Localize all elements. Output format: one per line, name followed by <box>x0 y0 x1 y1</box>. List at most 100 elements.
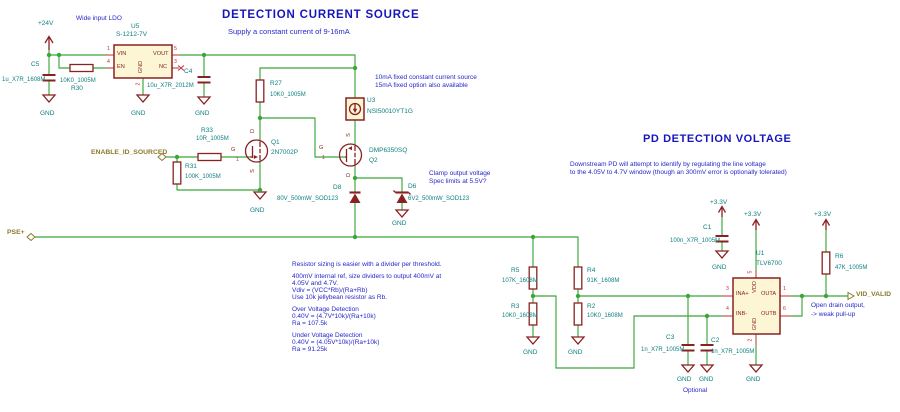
res-r27-value: 10K0_1005M <box>270 92 306 98</box>
resistor-r30[interactable] <box>69 63 94 73</box>
pin-u1-5: 5 <box>747 270 754 274</box>
note-ref-3: Vdiv = (VCC*Rb)/(Ra+Rb) <box>292 287 368 294</box>
capacitor-c1[interactable] <box>715 234 729 243</box>
ground-symbols <box>41 94 764 373</box>
res-r31-ref: R31 <box>185 163 197 170</box>
pse-net-glyph-icon <box>26 232 36 242</box>
pin-u1-4: 4 <box>726 306 729 312</box>
res-r30-ref: R30 <box>71 85 83 92</box>
pin-q2-1: 1 <box>322 155 325 161</box>
pinname-q1-s: S <box>250 169 257 173</box>
resistor-r6[interactable] <box>821 251 831 275</box>
diode-d6-zener[interactable] <box>393 190 411 204</box>
ldo-u5[interactable] <box>113 44 173 79</box>
res-r33-ref: R33 <box>201 127 213 134</box>
resistor-r27[interactable] <box>255 79 265 103</box>
cap-c3-ref: C3 <box>666 334 675 341</box>
note-sizing: Resistor sizing is easier with a divider… <box>292 261 442 268</box>
gnd-label-u1: GND <box>746 376 761 383</box>
pinname-u1-vdd: VDD <box>752 281 759 293</box>
diode-d8-value: 80V_500mW_SOD123 <box>277 196 339 202</box>
res-r6-ref: R6 <box>835 253 844 260</box>
pinname-u1-ina: INA+ <box>736 291 749 297</box>
pinname-u5-en: EN <box>117 64 125 70</box>
res-r3-ref: R3 <box>511 303 520 310</box>
capacitor-c4[interactable] <box>197 75 211 84</box>
ic-u1-ref: U1 <box>756 250 765 257</box>
res-r5-ref: R5 <box>511 267 520 274</box>
pin-u5-2: 2 <box>135 82 142 86</box>
cap-c5-ref: C5 <box>31 61 40 68</box>
res-r2-value: 10K0_1608M <box>587 313 623 319</box>
pin-u5-3: 3 <box>174 59 177 65</box>
mosfet-q1-value: 2N7002P <box>271 149 299 156</box>
junction-dots <box>46 52 829 319</box>
pinname-q2-s: S <box>346 133 353 137</box>
pinname-q2-g: G <box>319 145 324 151</box>
pd-note-line1: Downstream PD will attempt to identify b… <box>570 161 766 168</box>
res-r5-value: 107K_1608M <box>502 278 538 284</box>
mosfet-q2[interactable] <box>338 143 363 167</box>
note-ovd-3: Ra = 107.5k <box>292 320 328 327</box>
section-title-current-source: DETECTION CURRENT SOURCE <box>222 9 420 21</box>
cap-c2-value: 1n_X7R_1005M <box>711 349 755 355</box>
resistor-r33[interactable] <box>197 152 222 162</box>
gnd-label-r3: GND <box>523 349 538 356</box>
gnd-label-c4: GND <box>195 110 210 117</box>
note-uvd-3: Ra = 91.25k <box>292 346 328 353</box>
pinname-u1-outa: OUTA <box>761 291 777 297</box>
resistor-r4[interactable] <box>573 266 583 290</box>
gnd-label-c2: GND <box>699 376 714 383</box>
ic-u5-ref: U5 <box>131 23 140 30</box>
capacitor-c5[interactable] <box>42 73 56 82</box>
gnd-label-c3: GND <box>677 376 692 383</box>
pinname-u5-vout: VOUT <box>153 51 169 57</box>
pin-u5-1: 1 <box>107 46 110 52</box>
current-source-u3[interactable] <box>345 97 365 121</box>
gnd-label-d6: GND <box>392 220 407 227</box>
vid-valid-net-glyph-icon <box>847 291 855 301</box>
diode-d8[interactable] <box>349 191 361 204</box>
gnd-label-c1: GND <box>712 264 727 271</box>
note-uvd-2: 0.40V = (4.05V*10k)/(Ra+10k) <box>292 339 380 346</box>
cap-c3-value: 1n_X7R_1005M <box>641 347 685 353</box>
resistor-r3[interactable] <box>528 302 538 326</box>
diode-d6-ref: D6 <box>408 183 417 190</box>
pin-u5-4: 4 <box>107 59 110 65</box>
net-label-pse[interactable]: PSE+ <box>7 229 25 236</box>
gnd-label-u5: GND <box>131 110 146 117</box>
power-label-3v3-u1: +3.3V <box>744 211 762 218</box>
cap-c4-value: 10u_X7R_2012M <box>147 83 194 89</box>
wires <box>34 49 849 369</box>
power-flag-3v3-u1-icon <box>751 218 761 230</box>
mosfet-q1-ref: Q1 <box>271 139 280 146</box>
pinname-u1-outb: OUTB <box>761 311 777 317</box>
note-ovd-2: 0.40V = (4.7V*10k)/(Ra+10k) <box>292 313 376 320</box>
pinname-q1-g: G <box>231 147 236 153</box>
resistor-r2[interactable] <box>573 302 583 326</box>
capacitor-c3[interactable] <box>681 343 695 352</box>
resistor-r31[interactable] <box>172 161 182 185</box>
ic-u1[interactable] <box>732 277 781 335</box>
mosfet-q1[interactable] <box>244 139 269 163</box>
res-r31-value: 100K_1005M <box>185 174 221 180</box>
resistor-r5[interactable] <box>528 266 538 290</box>
pinname-u1-gnd: GND <box>752 317 759 331</box>
power-label-3v3-r6: +3.3V <box>814 211 832 218</box>
ic-u5-value: S-1212-7V <box>116 31 148 38</box>
pinname-u5-nc: NC <box>159 64 168 70</box>
power-label-24v: +24V <box>38 20 54 27</box>
net-label-vid-valid[interactable]: VID_VALID <box>856 291 891 298</box>
net-label-enable-id-sourced[interactable]: ENABLE_ID_SOURCED <box>91 149 168 156</box>
capacitor-c2[interactable] <box>700 343 714 352</box>
note-opendrain-2: -> weak pull-up <box>811 311 856 318</box>
diode-d8-ref: D8 <box>333 184 342 191</box>
note-clamp-2: Spec limits at 5.5V? <box>429 178 487 185</box>
note-ref-4: Use 10k jellybean resistor as Rb. <box>292 294 388 301</box>
mosfet-q2-ref: Q2 <box>369 157 378 164</box>
note-opendrain-1: Open drain output, <box>811 302 865 309</box>
cap-c1-ref: C1 <box>703 224 712 231</box>
pin-u1-6: 6 <box>783 306 786 312</box>
gnd-label-r2: GND <box>568 349 583 356</box>
